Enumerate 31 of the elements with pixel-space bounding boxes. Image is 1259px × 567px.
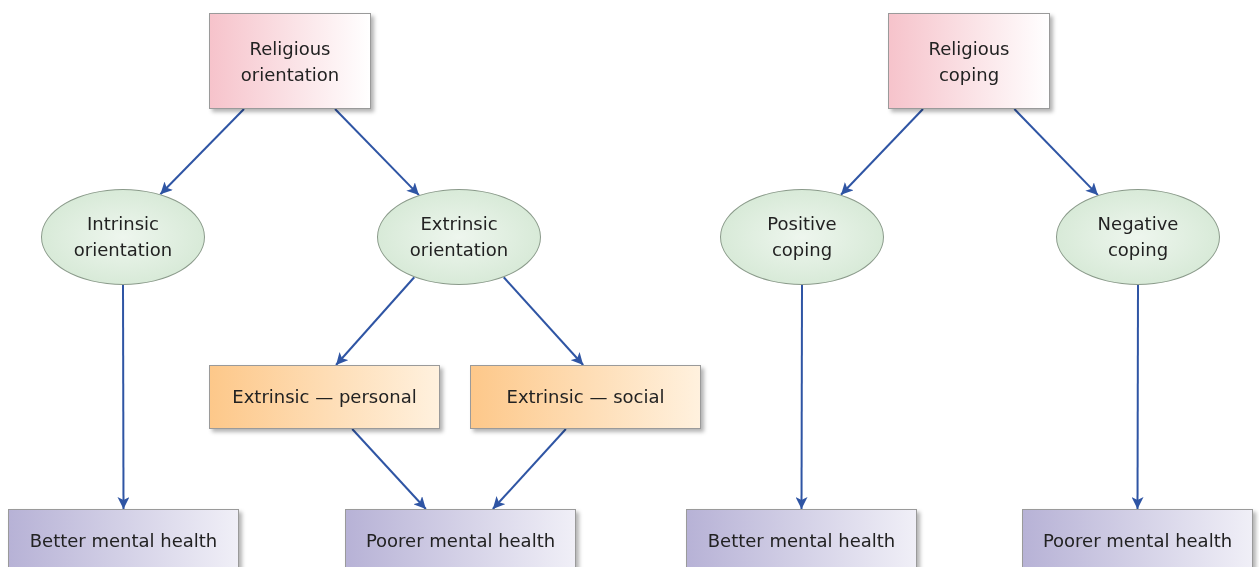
arrow xyxy=(1013,108,1099,197)
node-label: Religious coping xyxy=(927,37,1011,87)
arrow xyxy=(1131,284,1144,510)
node-label: Religious orientation xyxy=(239,37,341,87)
arrow xyxy=(335,276,416,366)
arrow xyxy=(795,284,808,510)
arrow xyxy=(839,108,924,196)
node-label: Intrinsic orientation xyxy=(72,212,174,262)
box-node xyxy=(8,509,239,567)
arrow xyxy=(334,108,420,197)
box-node xyxy=(209,365,440,429)
arrow xyxy=(351,428,427,510)
node-label: Positive coping xyxy=(766,212,838,262)
box-node xyxy=(686,509,917,567)
node-label: Better mental health xyxy=(706,529,897,553)
node-label: Poorer mental health xyxy=(1041,529,1234,553)
box-node xyxy=(470,365,701,429)
node-label: Negative coping xyxy=(1096,212,1180,262)
node-label: Better mental health xyxy=(28,529,219,553)
box-node xyxy=(888,13,1050,109)
arrow xyxy=(491,428,567,510)
arrow xyxy=(117,284,130,510)
arrow xyxy=(502,276,585,366)
node-label: Extrinsic — social xyxy=(505,385,666,409)
node-label: Extrinsic orientation xyxy=(408,212,510,262)
node-label: Extrinsic — personal xyxy=(231,385,418,409)
arrow xyxy=(159,108,245,196)
box-node xyxy=(209,13,371,109)
node-label: Poorer mental health xyxy=(364,529,557,553)
box-node xyxy=(1022,509,1253,567)
box-node xyxy=(345,509,576,567)
